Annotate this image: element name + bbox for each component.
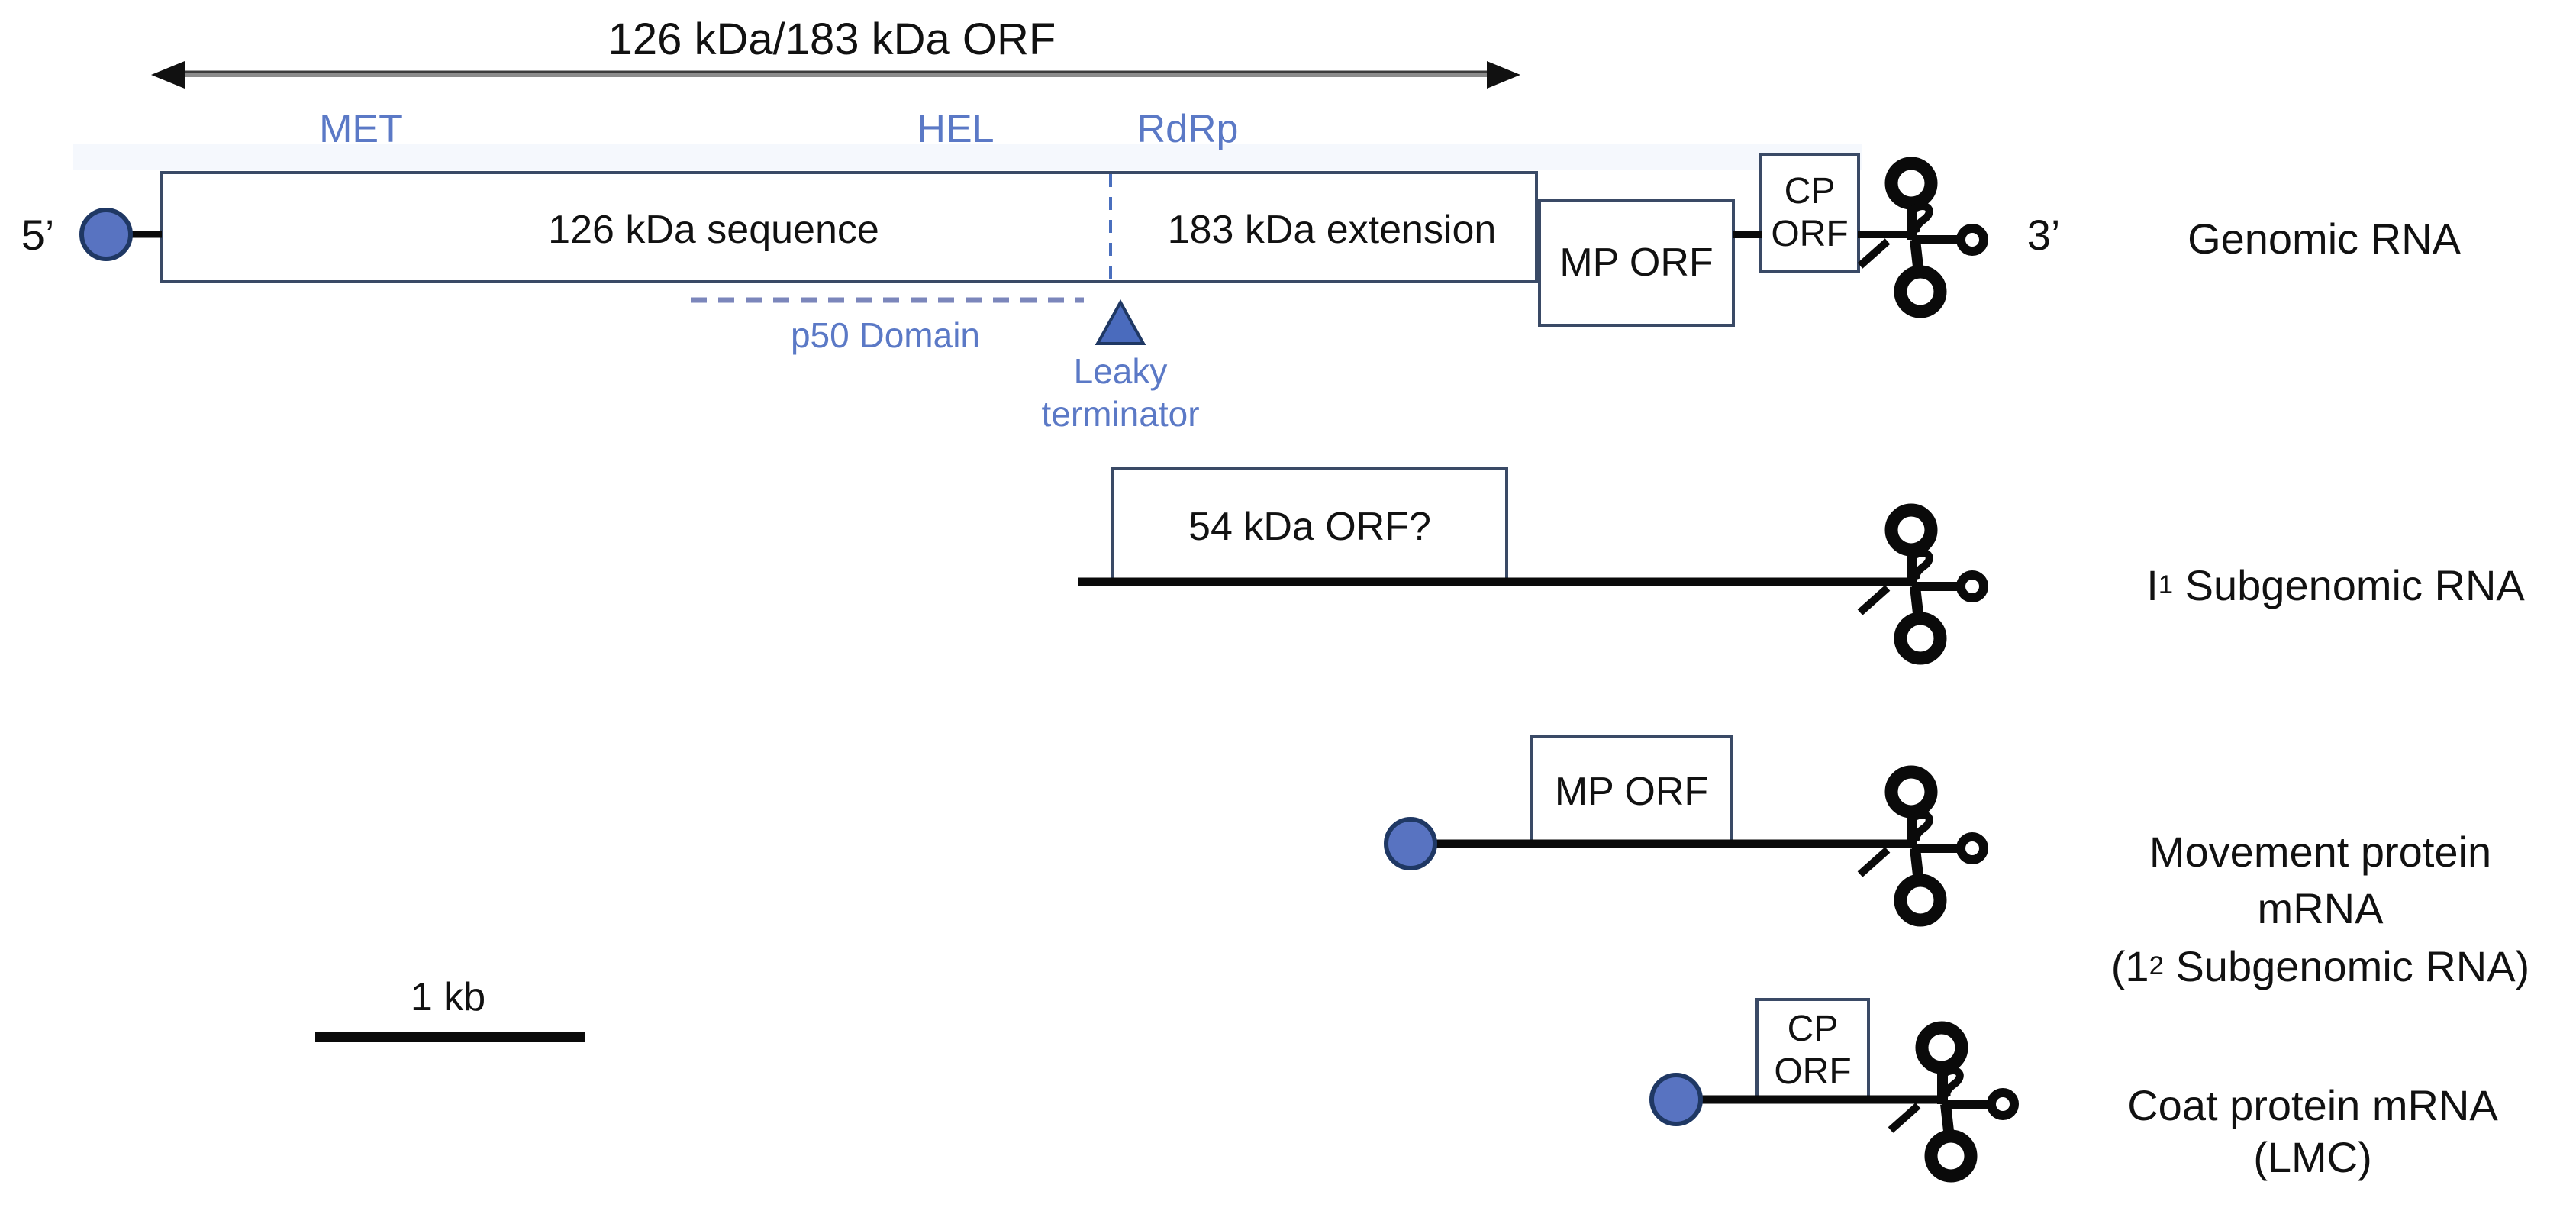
i1-label-rest: Subgenomic RNA <box>2173 560 2525 609</box>
tint-band <box>73 144 1862 170</box>
i2-label-rest: Subgenomic RNA) <box>2163 941 2530 990</box>
i1-label-base: I <box>2146 560 2158 609</box>
row-label-cp-mrna-line2: (LMC) <box>2253 1132 2372 1181</box>
domain-label-hel: HEL <box>917 107 995 151</box>
orf-54kda-label: 54 kDa ORF? <box>1188 504 1431 549</box>
domain-label-rdrp: RdRp <box>1136 107 1239 151</box>
row-label-mp-mrna-line2: mRNA <box>2257 883 2384 932</box>
orf-box-mp-mrna: MP ORF <box>1530 735 1733 848</box>
leaky-terminator-label-line1: Leaky <box>1073 351 1168 391</box>
mp-orf-label: MP ORF <box>1559 241 1714 285</box>
cp-mrna-orf-label-line2: ORF <box>1774 1051 1852 1092</box>
cp-orf-label-line2: ORF <box>1771 214 1849 254</box>
orf-box-mp-genomic: MP ORF <box>1538 199 1735 327</box>
three-prime-label: 3’ <box>2026 210 2061 259</box>
cp-mrna-orf-label-line1: CP <box>1787 1009 1839 1049</box>
domain-label-met: MET <box>319 107 403 151</box>
orf-box-126-183 <box>160 171 1538 283</box>
row-label-genomic-rna: Genomic RNA <box>2188 214 2461 263</box>
cp-orf-label-line1: CP <box>1784 171 1836 212</box>
figure-title: 126 kDa/183 kDa ORF <box>608 14 1056 64</box>
five-prime-label: 5’ <box>21 210 55 259</box>
orf-box-cp-genomic: CP ORF <box>1759 153 1860 273</box>
mp-mrna-orf-label: MP ORF <box>1554 769 1709 814</box>
orf-box-cp-mrna: CP ORF <box>1755 998 1870 1103</box>
row-label-mp-mrna-line1: Movement protein <box>2149 827 2492 876</box>
scale-bar-label: 1 kb <box>410 975 486 1019</box>
leaky-terminator-label-line2: terminator <box>1041 394 1200 434</box>
orf-box-54kda: 54 kDa ORF? <box>1111 467 1508 586</box>
row-label-cp-mrna-line1: Coat protein mRNA <box>2127 1080 2498 1129</box>
leaky-terminator-triangle-icon <box>1095 299 1146 345</box>
seq-126-label: 126 kDa sequence <box>548 208 879 252</box>
double-arrow-icon <box>151 61 1520 89</box>
i2-label-open: (1 <box>2110 941 2149 990</box>
ext-183-label: 183 kDa extension <box>1167 208 1497 252</box>
p50-domain-label: p50 Domain <box>790 315 981 355</box>
